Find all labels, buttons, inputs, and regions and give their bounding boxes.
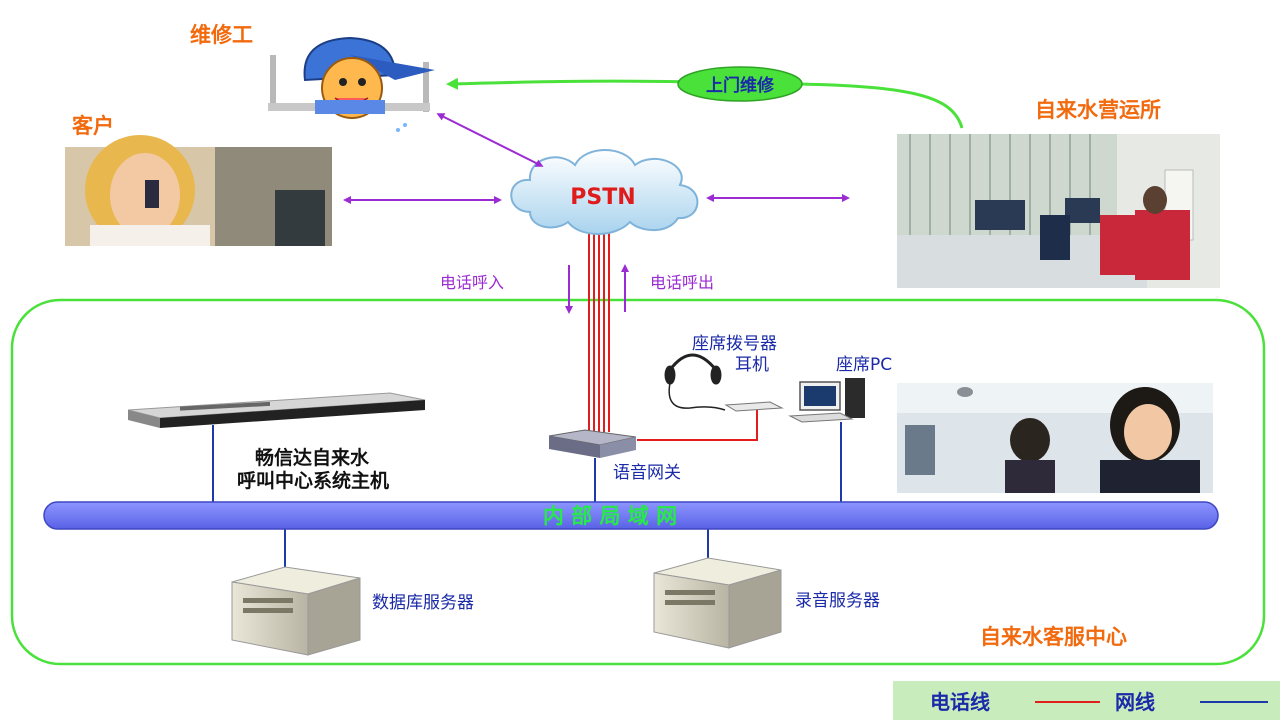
customer-photo (65, 135, 332, 246)
water-office-photo (897, 134, 1220, 288)
agent-pc-icon (788, 378, 865, 423)
legend-box (893, 681, 1280, 720)
host-label-line2: 呼叫中心系统主机 (237, 469, 389, 492)
host-server-icon (127, 392, 426, 428)
legend-phone-label: 电话线 (930, 690, 990, 714)
agent-pc-label: 座席PC (836, 355, 892, 375)
agents-photo (897, 383, 1213, 493)
lan-bus (43, 501, 1219, 530)
repairman-illustration (268, 36, 435, 132)
voice-gateway-icon (548, 429, 637, 458)
voice-gateway-label: 语音网关 (613, 463, 681, 483)
network-links (212, 422, 842, 567)
lan-label: 内 部 局 域 网 (543, 504, 677, 528)
onsite-repair-label: 上门维修 (706, 75, 775, 96)
gateway-to-dialer-line (637, 410, 758, 441)
pstn-label: PSTN (570, 185, 635, 210)
phone-trunk (588, 226, 610, 432)
headset-label: 耳机 (735, 355, 769, 375)
onsite-repair-badge (677, 66, 803, 102)
db-server-label: 数据库服务器 (372, 593, 474, 613)
service-center-label: 自来水客服中心 (980, 625, 1127, 649)
host-label-line1: 畅信达自来水 (255, 446, 370, 469)
db-server-icon (231, 566, 361, 656)
repairman-label: 维修工 (190, 23, 253, 47)
call-in-label: 电话呼入 (440, 273, 504, 292)
recording-server-label: 录音服务器 (795, 591, 880, 611)
service-center-border (10, 298, 1266, 666)
customer-label: 客户 (72, 114, 114, 138)
water-office-label: 自来水营运所 (1035, 98, 1161, 122)
recording-server-icon (653, 557, 782, 649)
headset-icon (664, 353, 726, 411)
dialer-icon (724, 401, 784, 412)
call-out-label: 电话呼出 (650, 273, 714, 292)
pstn-cloud: PSTN (510, 149, 699, 235)
repairman-pstn-arrow (436, 113, 544, 167)
agent-dialer-label: 座席拨号器 (692, 334, 777, 354)
legend-network-label: 网线 (1115, 690, 1155, 714)
